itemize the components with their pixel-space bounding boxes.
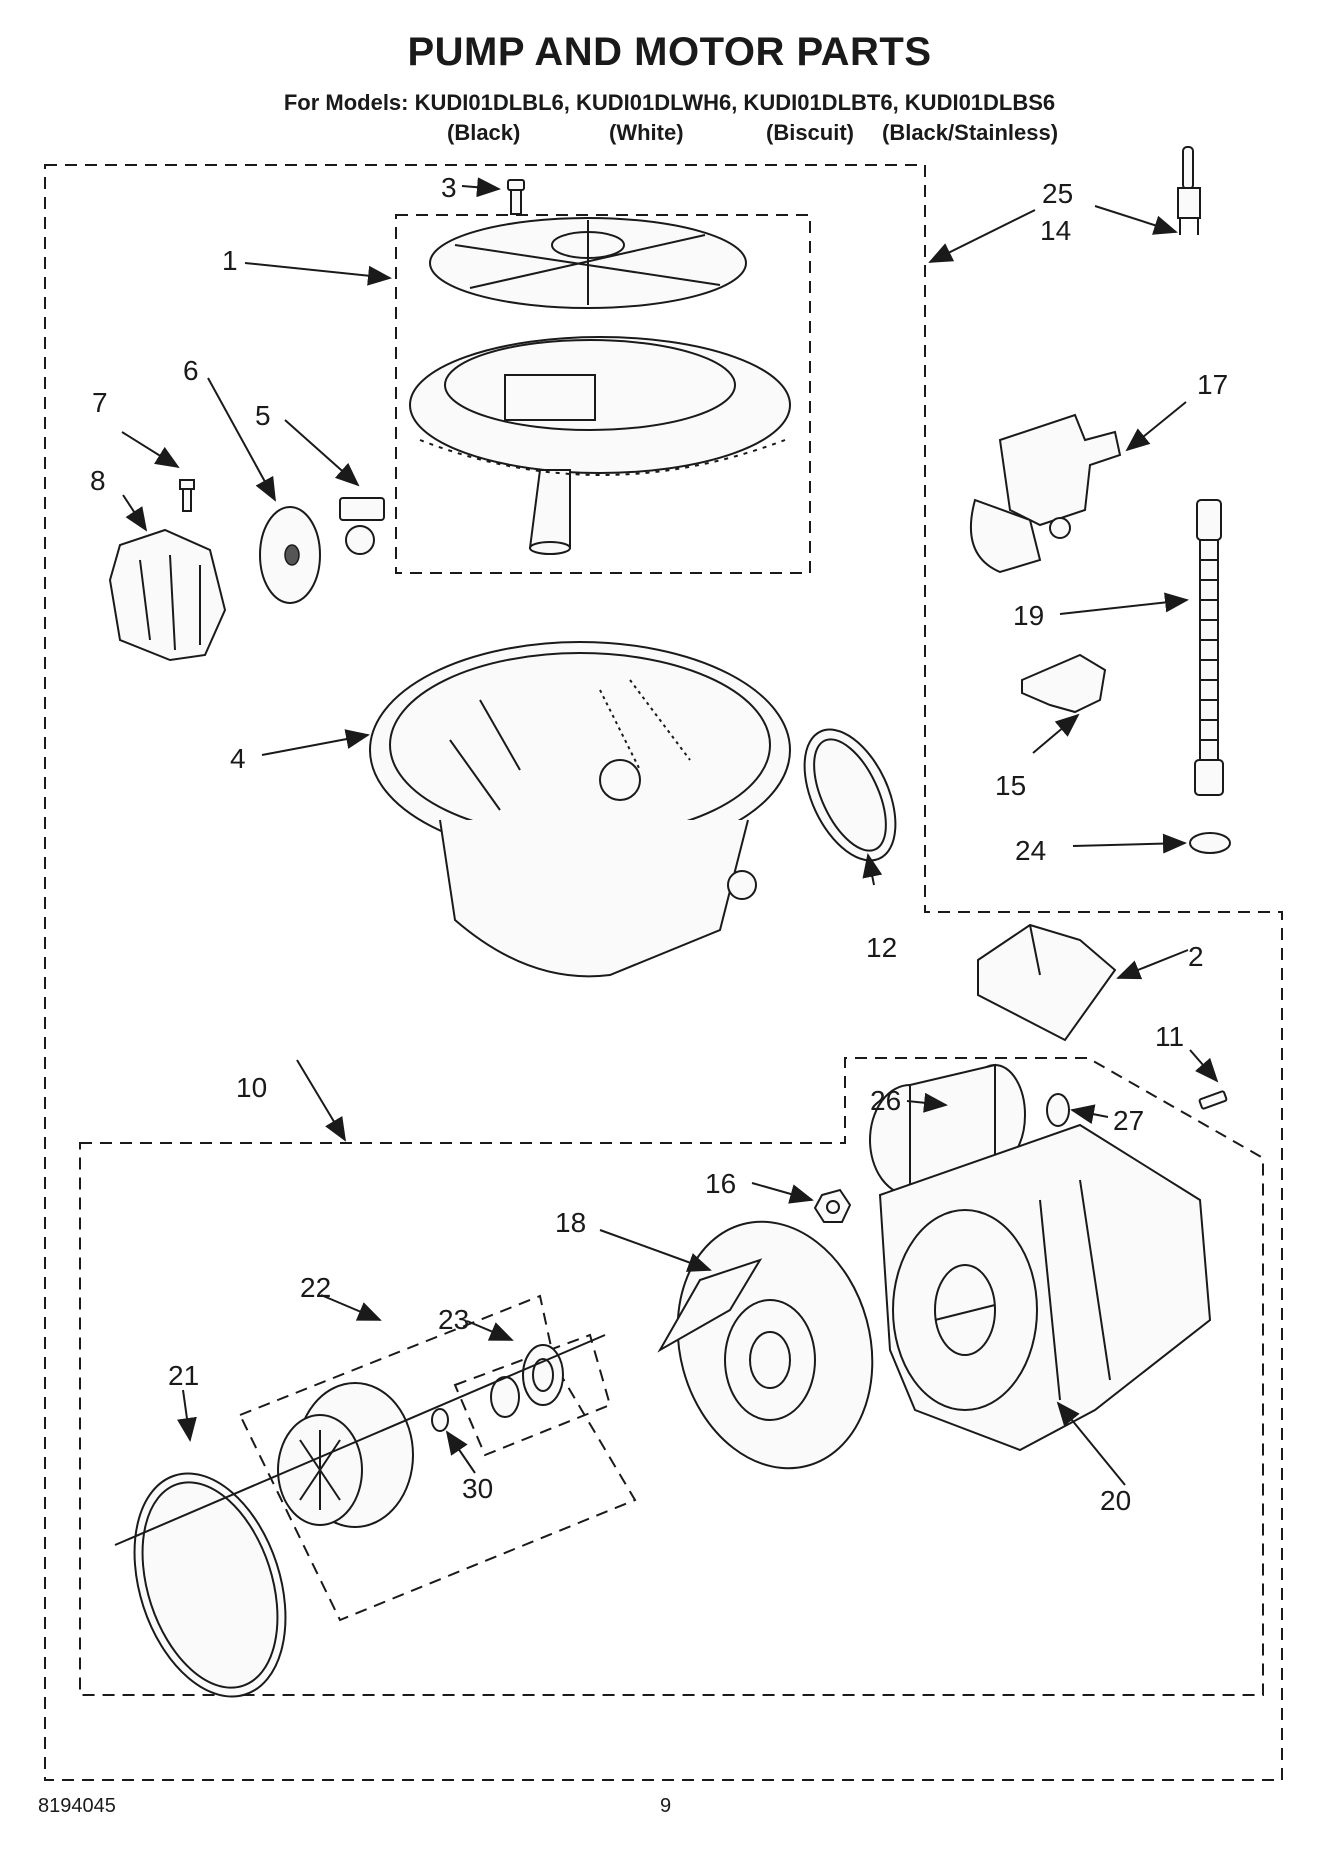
- document-number: 8194045: [38, 1795, 116, 1817]
- part-15-clip: [1021, 653, 1107, 714]
- callout-1: 1: [222, 245, 238, 276]
- page-number: 9: [660, 1795, 672, 1817]
- callout-8: 8: [90, 465, 106, 496]
- part-1-cover: [429, 217, 747, 309]
- part-2-cover: [977, 923, 1117, 1042]
- part-12-gasket: [803, 728, 897, 862]
- callout-11: 11: [1155, 1021, 1184, 1052]
- part-11-screw: [1198, 1090, 1228, 1110]
- callout-15: 15: [995, 770, 1026, 801]
- callout-17: 17: [1197, 369, 1228, 400]
- spray-arm-group-boundary: [395, 214, 811, 574]
- callout-2: 2: [1188, 941, 1204, 972]
- callout-4: 4: [230, 743, 246, 774]
- part-21-gasket: [133, 1472, 287, 1698]
- callout-30: 30: [462, 1473, 493, 1504]
- callout-7: 7: [92, 387, 108, 418]
- part-22-impeller: [277, 1382, 414, 1528]
- part-19-hose: [1194, 499, 1224, 796]
- part-25-sensor: [1177, 146, 1201, 235]
- callout-20: 20: [1100, 1485, 1131, 1516]
- part-24-clamp: [1189, 832, 1231, 854]
- assembly-axis-line: [114, 1334, 606, 1546]
- gear-ring-assembly: [409, 336, 791, 555]
- callout-27: 27: [1113, 1105, 1144, 1136]
- color-biscuit: (Biscuit): [766, 120, 854, 145]
- part-6-impeller: [259, 506, 321, 604]
- part-20-motor: [878, 1123, 1212, 1452]
- part-30-washer: [431, 1408, 449, 1432]
- page-title: PUMP AND MOTOR PARTS: [407, 30, 932, 74]
- callout-26: 26: [870, 1085, 901, 1116]
- callout-21: 21: [168, 1360, 199, 1391]
- part-8-housing: [108, 528, 227, 662]
- part-16-nut: [813, 1188, 852, 1223]
- part-18-volute: [657, 1220, 874, 1470]
- callout-10: 10: [236, 1072, 267, 1103]
- callout-5: 5: [255, 400, 271, 431]
- callout-25: 25: [1042, 178, 1073, 209]
- color-black-stainless: (Black/Stainless): [882, 120, 1059, 145]
- callout-19: 19: [1013, 600, 1044, 631]
- part-27-washer: [1046, 1093, 1070, 1127]
- callout-24: 24: [1015, 835, 1046, 866]
- models-line: For Models: KUDI01DLBL6, KUDI01DLWH6, KU…: [283, 90, 1056, 115]
- outer-assembly-boundary: [44, 164, 1283, 1781]
- callout-16: 16: [705, 1168, 736, 1199]
- part-3-screw: [507, 179, 525, 215]
- color-black: (Black): [447, 120, 521, 145]
- part-5-filter: [339, 497, 385, 555]
- callout-12: 12: [866, 932, 897, 963]
- part-17-valve: [969, 413, 1122, 574]
- part-4-sump: [369, 641, 791, 978]
- callout-22: 22: [300, 1272, 331, 1303]
- part-23-seal: [490, 1344, 564, 1418]
- color-white: (White): [609, 120, 684, 145]
- part-7-screw: [179, 479, 195, 512]
- callout-18: 18: [555, 1207, 586, 1238]
- callout-3: 3: [441, 172, 457, 203]
- callout-23: 23: [438, 1304, 469, 1335]
- callout-14: 14: [1040, 215, 1071, 246]
- callout-6: 6: [183, 355, 199, 386]
- leader-arrows: [121, 177, 1219, 1486]
- seal-kit-boundary-22: [238, 1294, 637, 1622]
